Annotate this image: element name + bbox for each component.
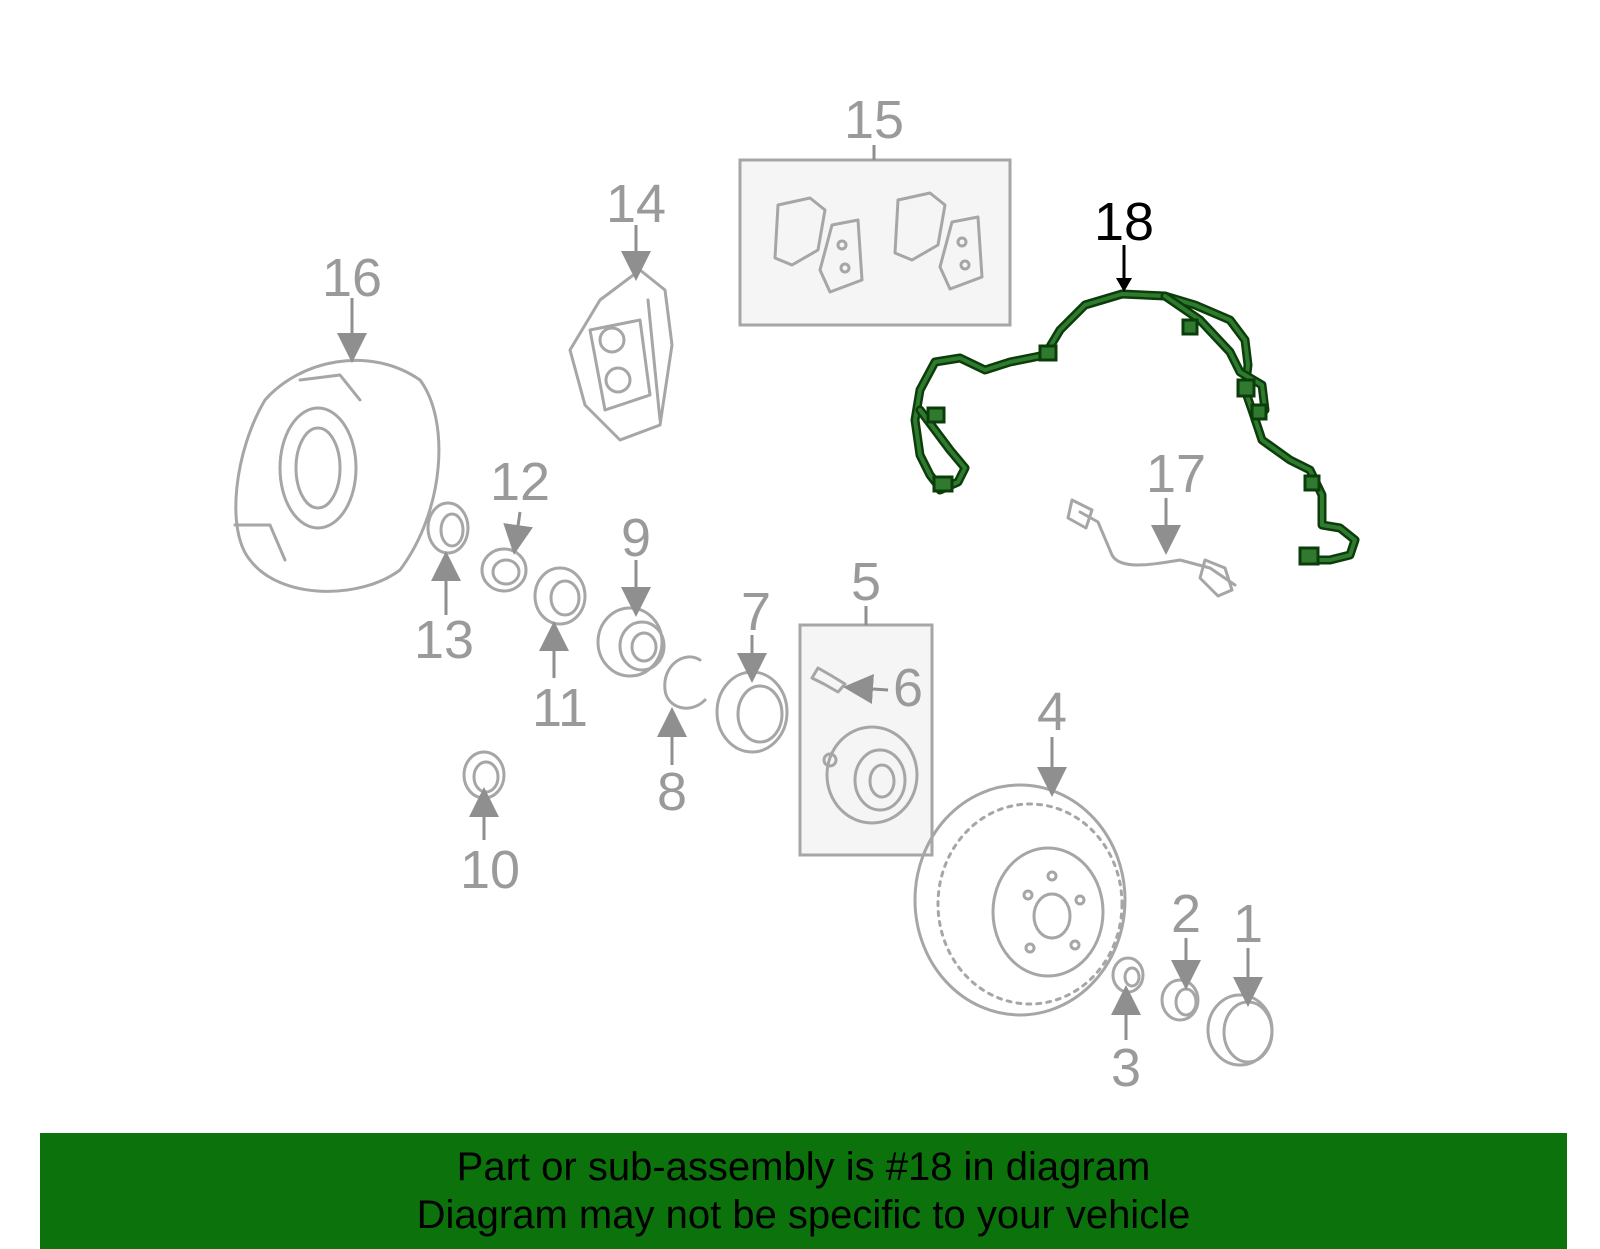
part-12-race[interactable] (480, 547, 528, 593)
callout-11[interactable]: 11 (532, 678, 588, 738)
callout-4[interactable]: 4 (1037, 682, 1067, 742)
part-10-ring[interactable] (462, 750, 506, 800)
part-4-rotor[interactable] (913, 783, 1127, 1017)
callout-12[interactable]: 12 (490, 452, 550, 512)
brake-pad-icon (773, 191, 984, 294)
callout-15[interactable]: 15 (844, 90, 904, 150)
callout-1[interactable]: 1 (1233, 894, 1263, 954)
callout-18[interactable]: 18 (1094, 192, 1154, 252)
part-7-seal[interactable] (715, 670, 789, 754)
callout-3[interactable]: 3 (1111, 1038, 1141, 1098)
callout-5[interactable]: 5 (851, 552, 881, 612)
part-11-bearing[interactable] (533, 566, 587, 626)
banner-line-disclaimer: Diagram may not be specific to your vehi… (416, 1193, 1191, 1237)
callout-17[interactable]: 17 (1146, 444, 1206, 504)
callout-8[interactable]: 8 (657, 762, 687, 822)
part-14-caliper[interactable] (568, 268, 674, 442)
part-1-cap[interactable] (1206, 993, 1274, 1067)
part-3-nut[interactable] (1111, 956, 1145, 994)
callout-10[interactable]: 10 (460, 840, 520, 900)
part-6-bolt[interactable] (810, 666, 847, 694)
part-5-hub-assembly[interactable] (798, 623, 934, 857)
part-9-bearing[interactable] (596, 606, 666, 678)
callout-13[interactable]: 13 (414, 610, 474, 670)
part-13-seal[interactable] (426, 501, 470, 555)
callout-labels: 15 14 16 18 12 17 9 5 7 13 6 11 4 8 10 2… (322, 90, 1263, 1098)
part-2-nut[interactable] (1160, 978, 1200, 1022)
info-banner: Part or sub-assembly is #18 in diagram D… (40, 1133, 1567, 1249)
part-5-group-box (798, 623, 934, 857)
part-17-brake-hose[interactable] (1066, 498, 1237, 598)
callout-9[interactable]: 9 (621, 508, 651, 568)
banner-line-part-number: Part or sub-assembly is #18 in diagram (456, 1145, 1151, 1189)
callout-6[interactable]: 6 (893, 658, 923, 718)
part-15-brake-pads[interactable] (738, 158, 1012, 327)
callout-14[interactable]: 14 (606, 174, 666, 234)
leader-arrows (337, 145, 1263, 1040)
callout-2[interactable]: 2 (1171, 884, 1201, 944)
part-16-dust-shield[interactable] (233, 358, 441, 593)
part-18-abs-wire-harness[interactable] (910, 289, 1360, 566)
part-15-group-box (738, 158, 1012, 327)
callout-7[interactable]: 7 (741, 582, 771, 642)
part-8-snap-ring[interactable] (663, 655, 707, 710)
callout-16[interactable]: 16 (322, 248, 382, 308)
